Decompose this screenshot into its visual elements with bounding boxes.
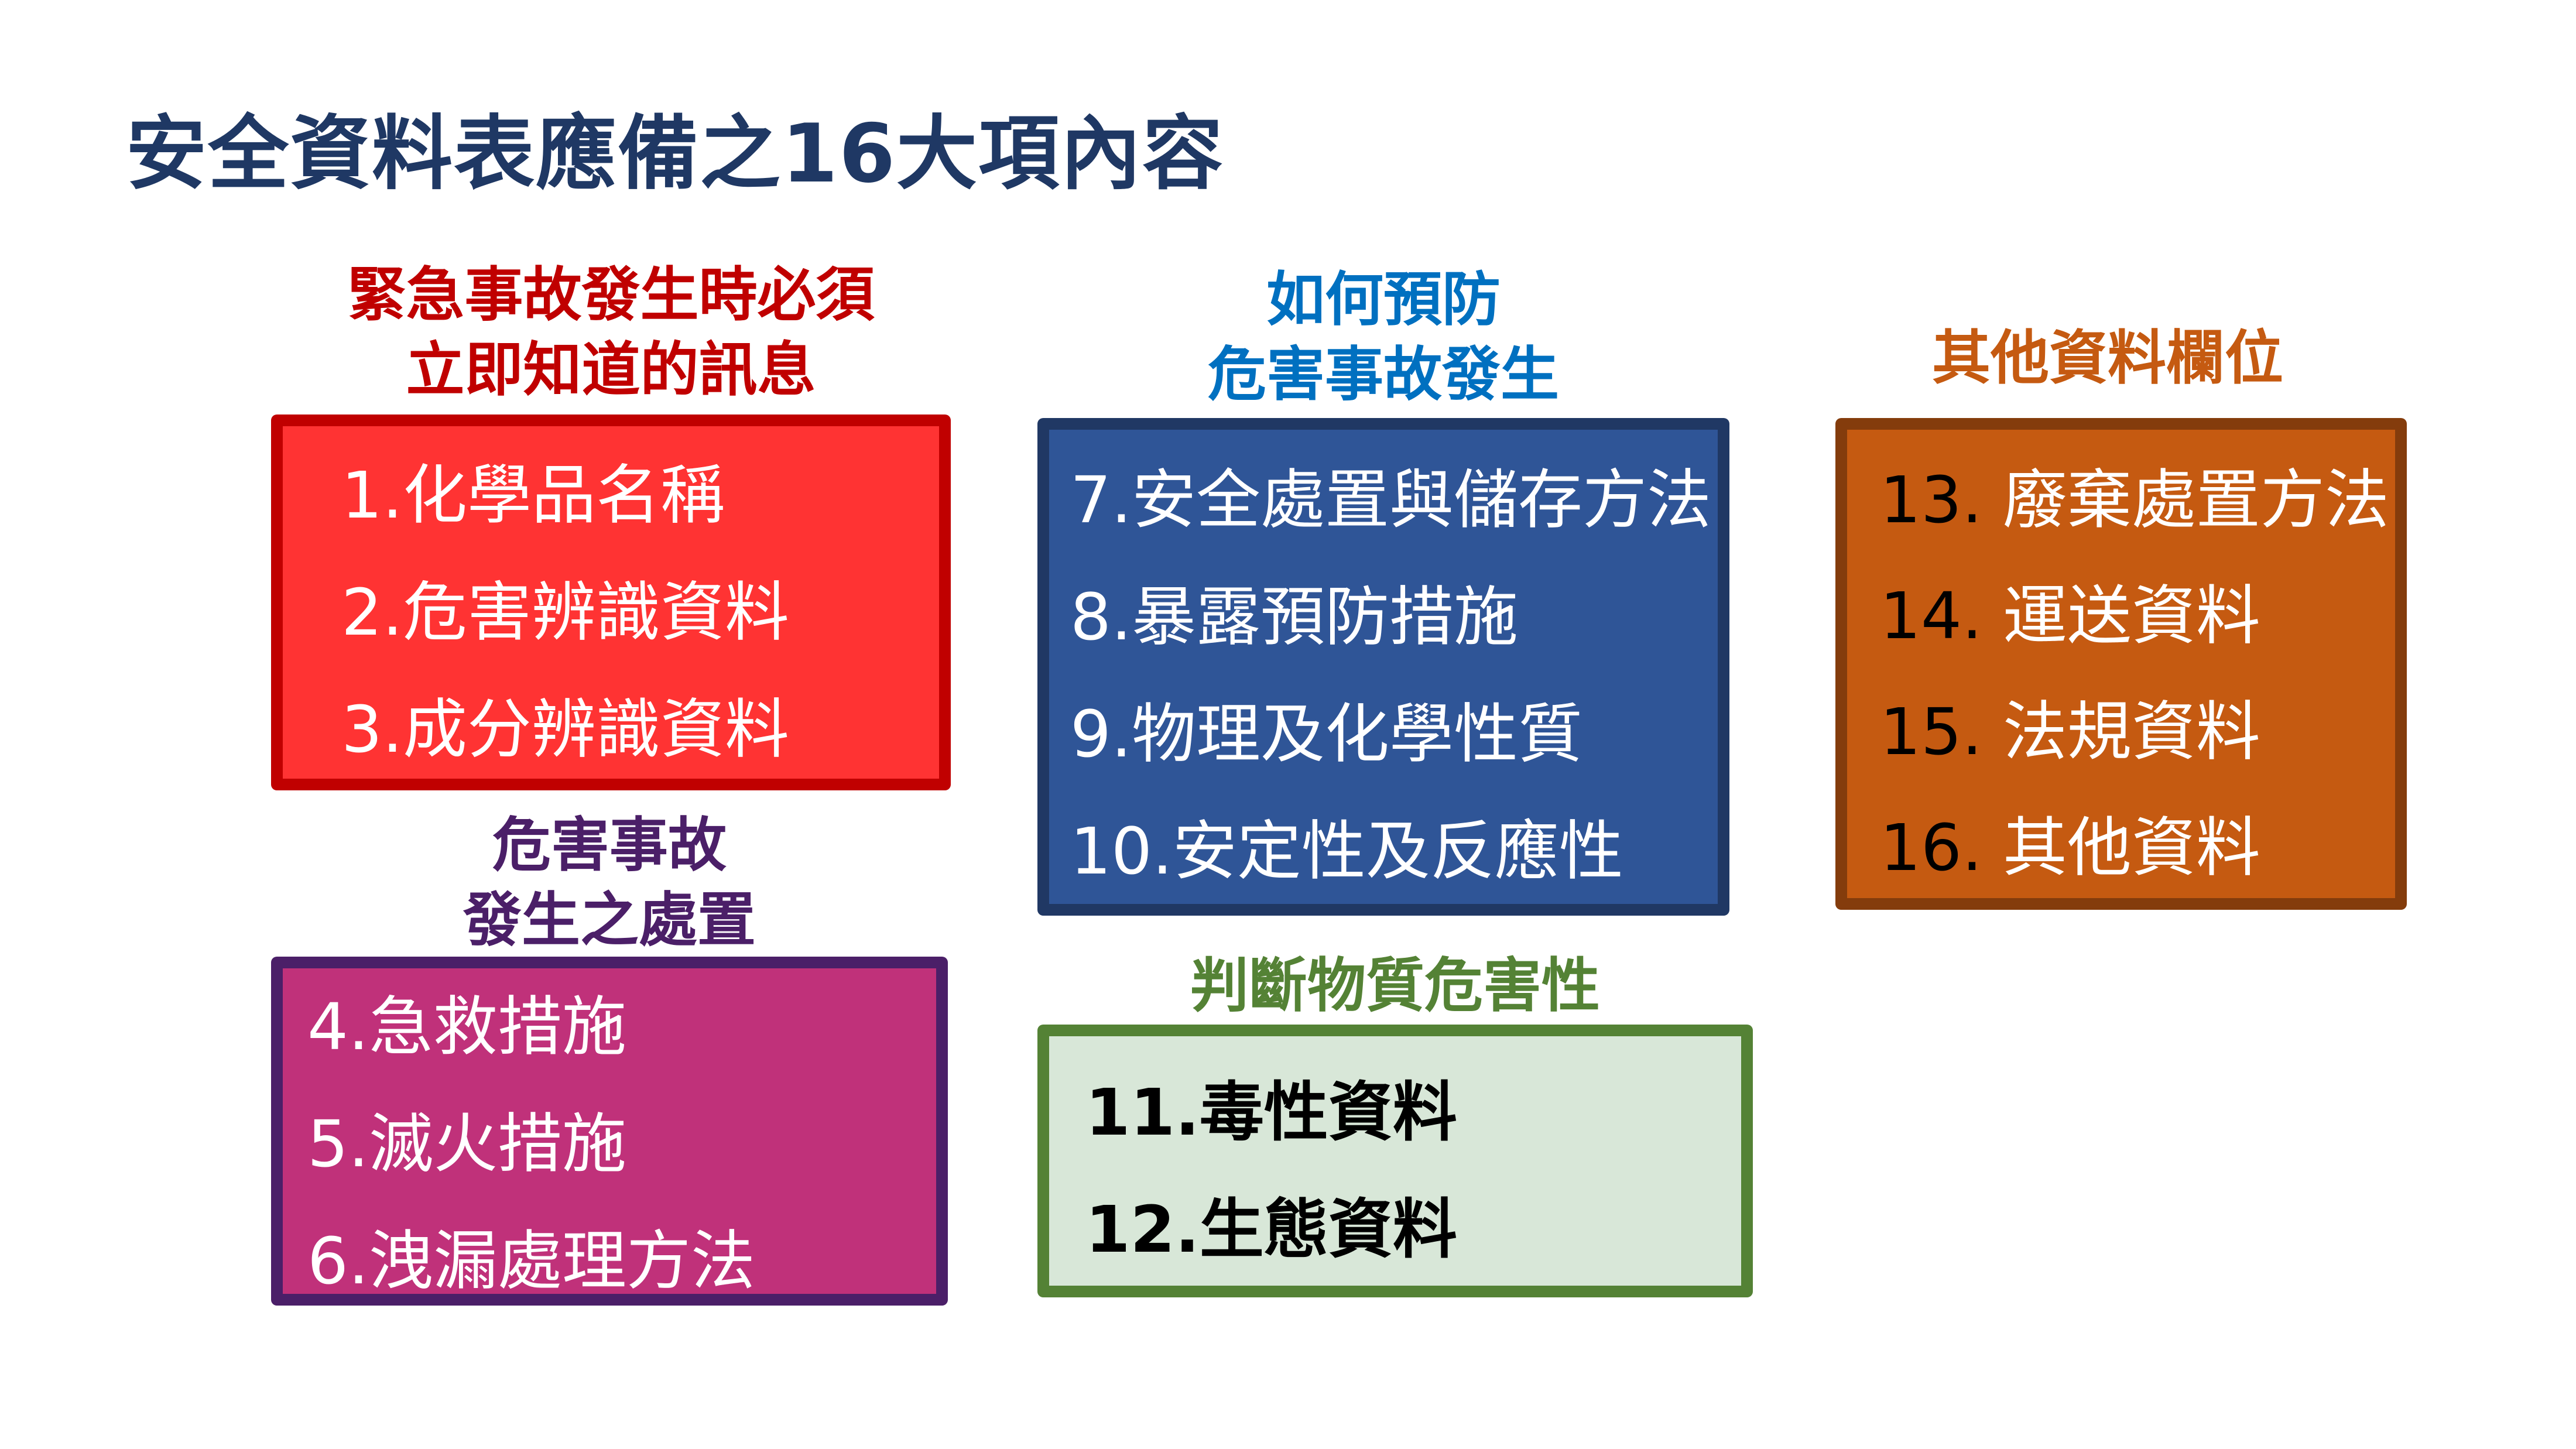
item-text: 運送資料: [2002, 578, 2260, 653]
page-title: 安全資料表應備之16大項內容: [126, 107, 1225, 201]
list-item: 14. 運送資料: [1880, 581, 2260, 651]
prevention-heading-line2: 危害事故發生: [1208, 340, 1559, 409]
list-item: 2.危害辨識資料: [341, 575, 789, 650]
prevention-heading-line1: 如何預防: [1266, 265, 1501, 334]
item-text: 其他資料: [2002, 810, 2260, 885]
response-heading: 危害事故 發生之處置: [271, 808, 948, 958]
list-item: 5.滅火措施: [307, 1107, 626, 1181]
prevention-heading: 如何預防 危害事故發生: [1037, 262, 1729, 412]
item-number: 16.: [1880, 810, 1982, 885]
list-item: 10.安定性及反應性: [1070, 814, 1623, 889]
response-box: 4.急救措施 5.滅火措施 6.洩漏處理方法: [271, 957, 948, 1306]
other-heading: 其他資料欄位: [1932, 324, 2283, 392]
list-item: 1.化學品名稱: [341, 458, 725, 533]
emergency-box: 1.化學品名稱 2.危害辨識資料 3.成分辨識資料: [271, 415, 951, 790]
list-item: 13. 廢棄處置方法: [1880, 465, 2389, 535]
list-item: 15. 法規資料: [1880, 697, 2260, 767]
prevention-box: 7.安全處置與儲存方法 8.暴露預防措施 9.物理及化學性質 10.安定性及反應…: [1037, 418, 1729, 916]
item-number: 15.: [1880, 694, 1982, 769]
response-heading-line1: 危害事故: [492, 811, 727, 879]
list-item: 11.毒性資料: [1085, 1075, 1457, 1150]
list-item: 12.生態資料: [1085, 1192, 1457, 1267]
item-number: 14.: [1880, 578, 1982, 653]
list-item: 9.物理及化學性質: [1070, 697, 1582, 772]
emergency-heading: 緊急事故發生時必須 立即知道的訊息: [271, 258, 951, 407]
list-item: 6.洩漏處理方法: [307, 1224, 755, 1299]
list-item: 3.成分辨識資料: [341, 692, 789, 767]
emergency-heading-line2: 立即知道的訊息: [406, 335, 816, 404]
emergency-heading-line1: 緊急事故發生時必須: [347, 261, 875, 329]
list-item: 4.急救措施: [307, 989, 626, 1064]
item-text: 廢棄處置方法: [2002, 463, 2389, 537]
list-item: 7.安全處置與儲存方法: [1070, 463, 1711, 537]
response-heading-line2: 發生之處置: [463, 886, 756, 954]
hazard-box: 11.毒性資料 12.生態資料: [1037, 1025, 1753, 1297]
item-text: 法規資料: [2002, 694, 2260, 769]
hazard-heading: 判斷物質危害性: [1190, 951, 1600, 1020]
other-box: 13. 廢棄處置方法 14. 運送資料 15. 法規資料 16. 其他資料: [1835, 418, 2407, 910]
item-number: 13.: [1880, 463, 1982, 537]
list-item: 16. 其他資料: [1880, 813, 2260, 883]
list-item: 8.暴露預防措施: [1070, 580, 1518, 655]
